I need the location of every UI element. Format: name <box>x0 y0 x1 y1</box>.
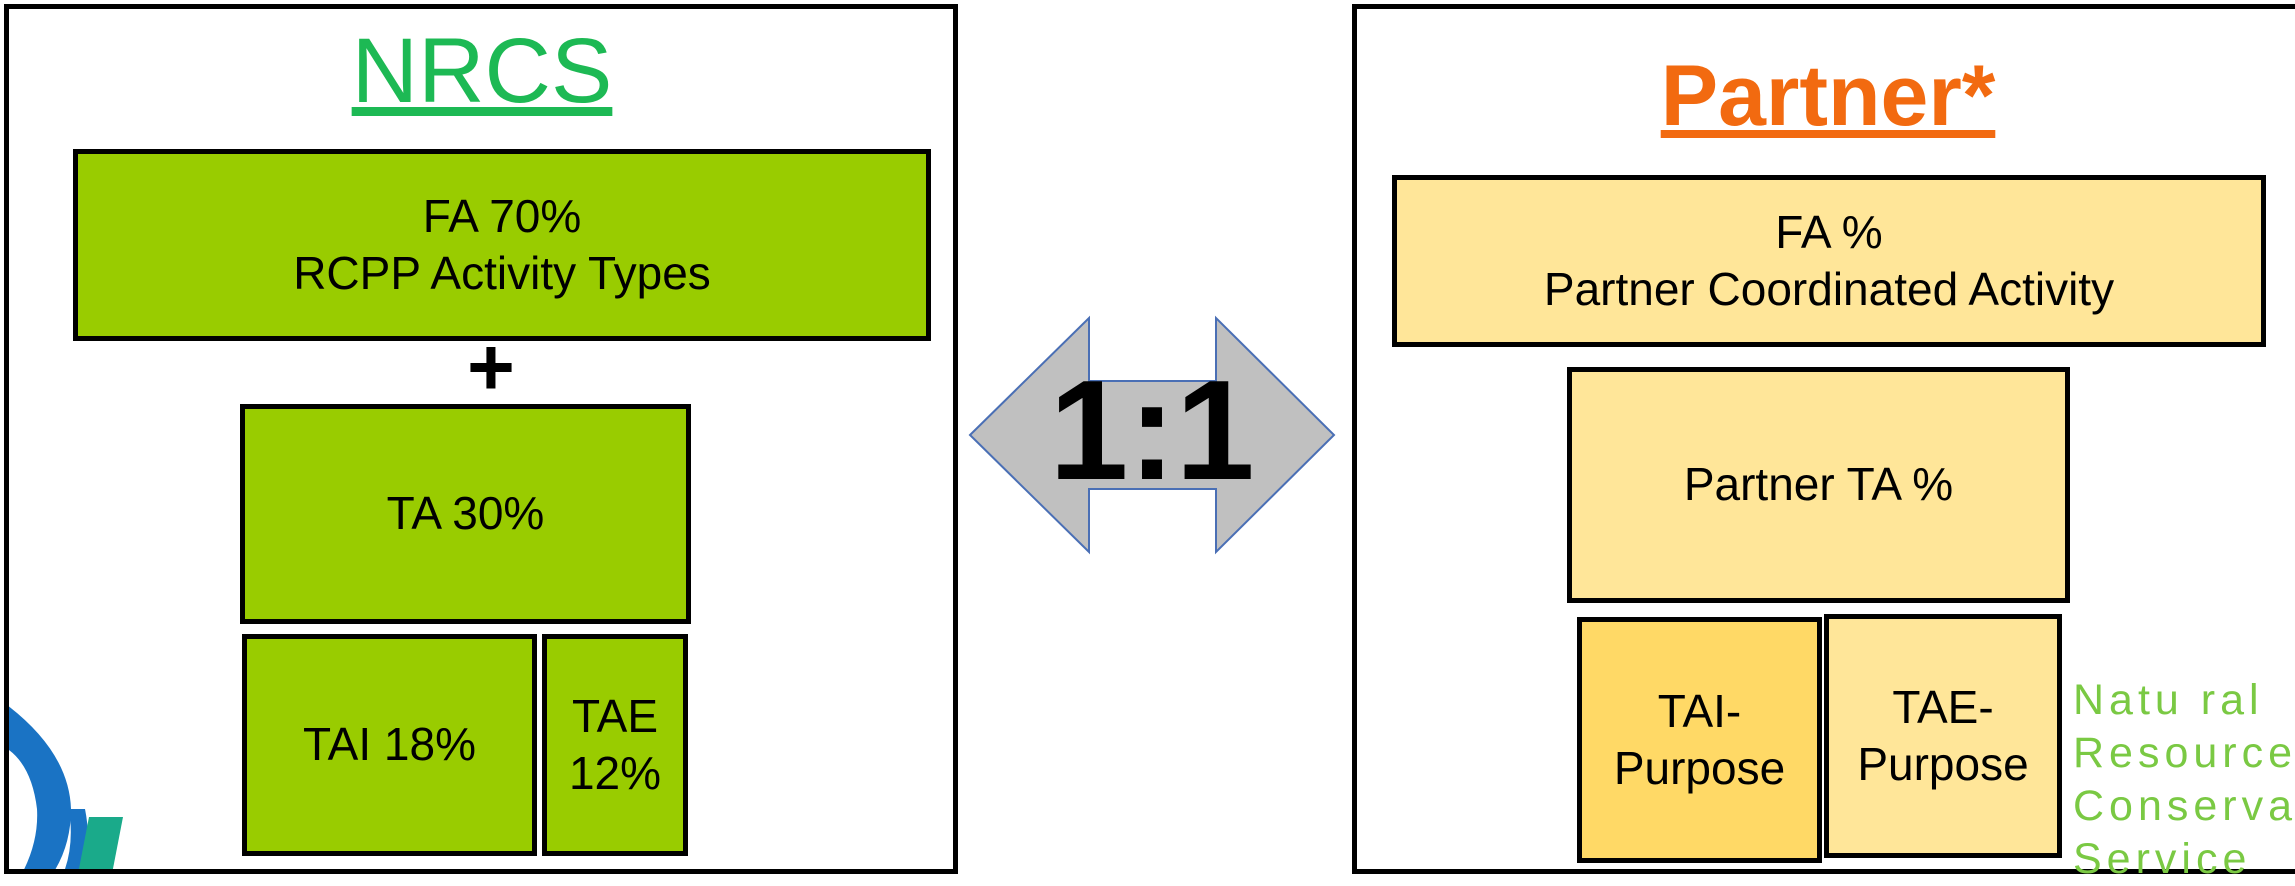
partner-tai-box: TAI- Purpose <box>1577 617 1822 863</box>
nrcs-tae-label: TAE <box>571 689 659 742</box>
nrcs-tai-box: TAI 18% <box>242 634 537 856</box>
nrcs-panel: NRCS FA 70% RCPP Activity Types + TA 30%… <box>4 4 958 874</box>
nrcs-tae-box: TAE 12% <box>542 634 688 856</box>
agency-logo-icon <box>9 706 123 869</box>
partner-tai-label: TAI- <box>1657 684 1742 737</box>
agency-name-text: Natu ral Resources Conservation Service <box>2073 674 2295 886</box>
nrcs-fa-sublabel: RCPP Activity Types <box>293 247 711 299</box>
partner-panel: Partner* FA % Partner Coordinated Activi… <box>1352 4 2295 874</box>
partner-tae-box: TAE- Purpose <box>1824 614 2062 858</box>
agency-name-line-4: Service <box>2073 835 2252 883</box>
agency-name-line-3: Conservation <box>2073 782 2295 830</box>
partner-tai-sublabel: Purpose <box>1613 742 1786 794</box>
partner-fa-sublabel: Partner Coordinated Activity <box>1543 263 2115 315</box>
agency-name-line-2: Resources <box>2073 729 2295 777</box>
partner-fa-label: FA % <box>1775 205 1883 258</box>
plus-sign: + <box>467 322 515 413</box>
partner-ta-label: Partner TA % <box>1683 458 1954 511</box>
partner-tae-sublabel: Purpose <box>1857 738 2029 790</box>
nrcs-fa-label: FA 70% <box>422 189 582 242</box>
ratio-label: 1:1 <box>1049 351 1255 510</box>
partner-tae-label: TAE- <box>1892 680 1994 733</box>
partner-ta-box: Partner TA % <box>1567 367 2070 603</box>
nrcs-ta-box: TA 30% <box>240 404 691 624</box>
nrcs-title: NRCS <box>351 20 613 122</box>
nrcs-fa-box: FA 70% RCPP Activity Types <box>73 149 931 341</box>
partner-title: Partner* <box>1660 48 1996 144</box>
double-arrow-icon <box>968 315 1336 555</box>
nrcs-tai-label: TAI 18% <box>303 718 476 771</box>
nrcs-ta-label: TA 30% <box>386 487 545 540</box>
nrcs-tae-value: 12% <box>568 747 662 799</box>
partner-fa-box: FA % Partner Coordinated Activity <box>1392 175 2266 347</box>
agency-name-line-1: Natu ral <box>2073 676 2264 724</box>
